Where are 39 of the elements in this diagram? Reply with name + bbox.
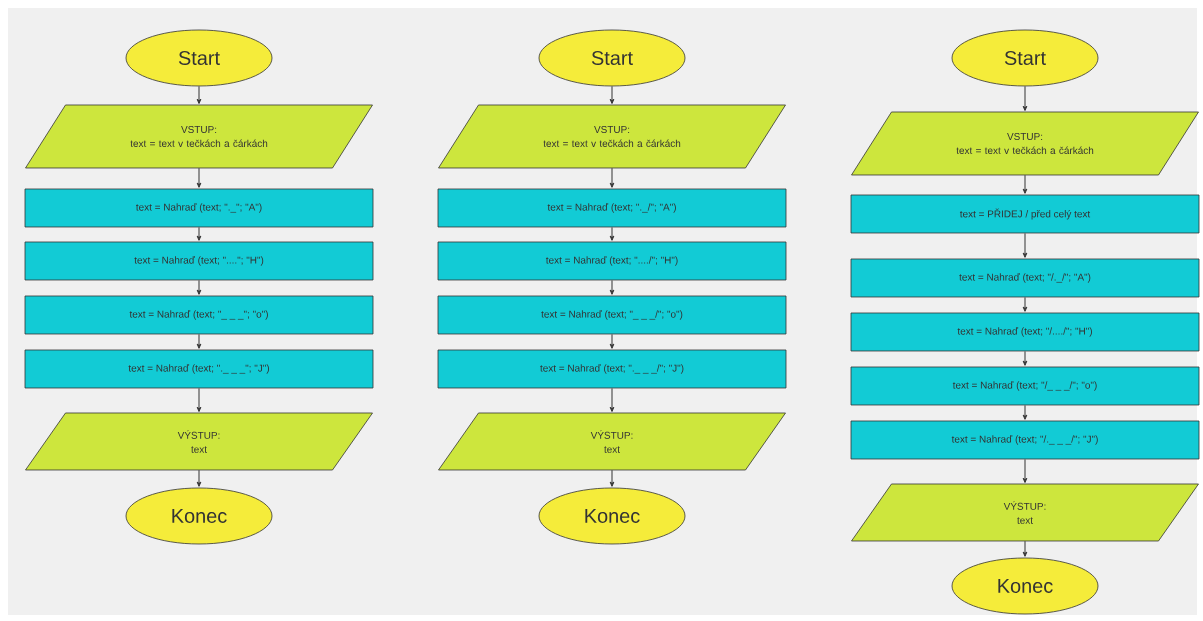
arrow	[1022, 85, 1028, 112]
process-box: text = Nahraď (text; "...."; "H")	[24, 241, 374, 281]
arrow	[196, 226, 202, 241]
arrow	[1022, 296, 1028, 312]
arrow	[609, 387, 615, 412]
arrow	[1022, 458, 1028, 483]
process-box: text = PŘIDEJ / před celý text	[850, 194, 1200, 234]
process-box: text = Nahraď (text; "._/"; "A")	[437, 188, 787, 228]
io-parallelogram: VÝSTUP: text	[438, 412, 786, 471]
io-parallelogram: VÝSTUP: text	[851, 483, 1199, 542]
arrow	[609, 167, 615, 188]
process-box: text = Nahraď (text; "/_ _ _/"; "o")	[850, 366, 1200, 406]
arrow	[609, 469, 615, 487]
process-box: text = Nahraď (text; "._"; "A")	[24, 188, 374, 228]
arrow	[1022, 174, 1028, 194]
process-box: text = Nahraď (text; "/._/"; "A")	[850, 258, 1200, 298]
arrow	[609, 279, 615, 295]
process-box: text = Nahraď (text; "_ _ _/"; "o")	[437, 295, 787, 335]
io-parallelogram: VÝSTUP: text	[25, 412, 373, 471]
arrow	[196, 279, 202, 295]
arrow	[609, 333, 615, 349]
process-box: text = Nahraď (text; "._ _ _/"; "J")	[437, 349, 787, 389]
process-box: text = Nahraď (text; "..../"; "H")	[437, 241, 787, 281]
arrow	[1022, 540, 1028, 557]
arrow	[609, 226, 615, 241]
arrow	[196, 469, 202, 487]
process-box: text = Nahraď (text; "_ _ _"; "o")	[24, 295, 374, 335]
arrow	[1022, 404, 1028, 420]
arrow	[609, 85, 615, 105]
process-box: text = Nahraď (text; "/..../"; "H")	[850, 312, 1200, 352]
process-box: text = Nahraď (text; "._ _ _"; "J")	[24, 349, 374, 389]
arrow	[196, 387, 202, 412]
arrow	[1022, 232, 1028, 258]
arrow	[196, 85, 202, 105]
io-parallelogram: VSTUP: text = text v tečkách a čárkách	[851, 111, 1199, 176]
arrow	[1022, 350, 1028, 366]
arrow	[196, 333, 202, 349]
process-box: text = Nahraď (text; "/._ _ _/"; "J")	[850, 420, 1200, 460]
arrow	[196, 167, 202, 188]
